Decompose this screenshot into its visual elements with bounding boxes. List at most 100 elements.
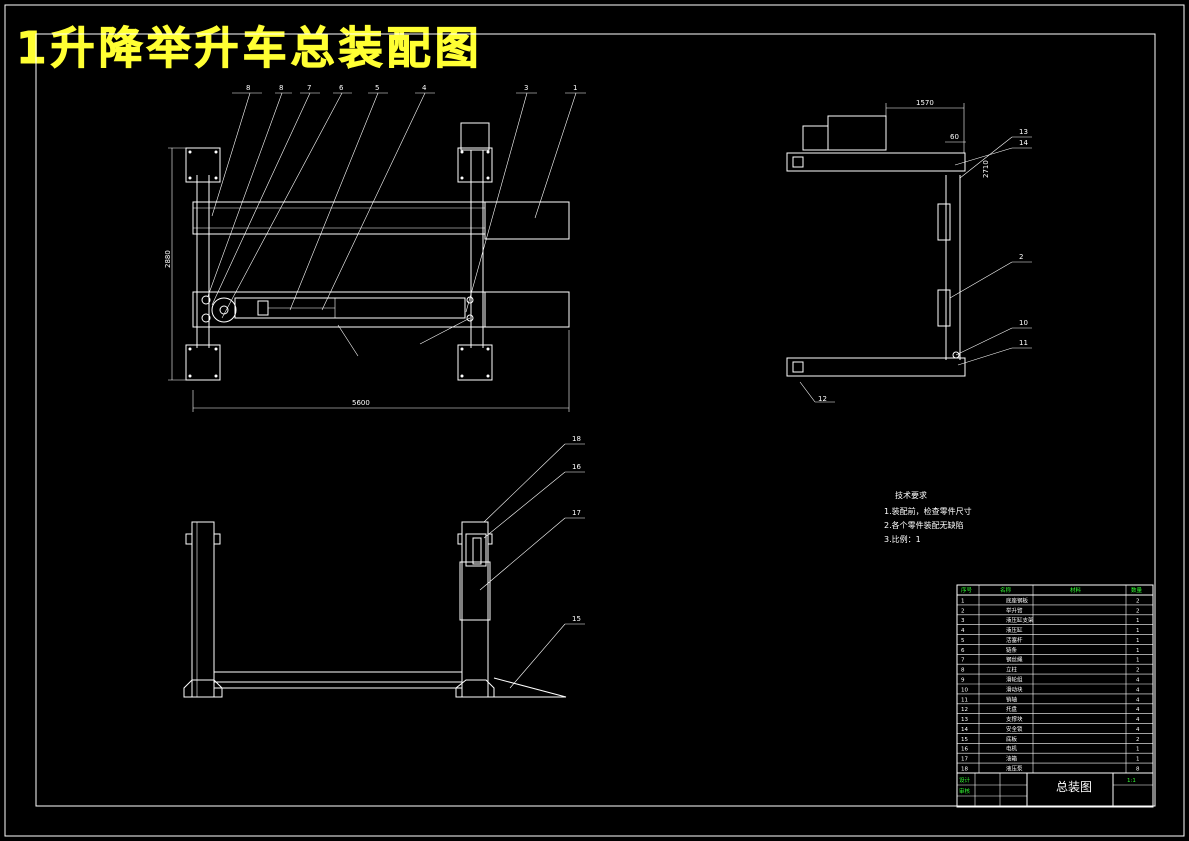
bom-cell-r7-c1: 7 — [961, 658, 965, 664]
bom-cell-r9-c4: 4 — [1136, 678, 1140, 684]
callout-top-0: 8 — [246, 84, 250, 92]
bom-cell-r7-c2: 钢丝绳 — [1006, 656, 1023, 664]
drawing-title: 1升降举升车总装配图 — [16, 23, 483, 75]
bom-cell-r2-c4: 2 — [1136, 608, 1140, 614]
callout-top-3: 6 — [339, 84, 344, 92]
bom-cell-r6-c2: 链条 — [1006, 646, 1018, 654]
callout-top-7: 1 — [573, 84, 577, 92]
bom-cell-r18-c2: 液压泵 — [1006, 765, 1023, 773]
bom-header-no: 序号 — [961, 586, 973, 594]
bom-cell-r18-c4: 8 — [1136, 767, 1140, 773]
bom-cell-r12-c1: 12 — [961, 707, 968, 713]
bom-cell-r1-c1: 1 — [961, 598, 965, 604]
callout-front-3: 15 — [572, 615, 581, 623]
bom-cell-r15-c1: 15 — [961, 737, 968, 743]
sign-label-design: 设计 — [959, 776, 971, 784]
dim-top-height: 2880 — [164, 250, 172, 268]
bom-cell-r15-c4: 2 — [1136, 737, 1140, 743]
callout-front-2: 17 — [572, 509, 581, 517]
callout-top-4: 5 — [375, 84, 379, 92]
bom-cell-r14-c1: 14 — [961, 727, 968, 733]
bom-cell-r4-c2: 液压缸 — [1006, 626, 1023, 634]
bom-cell-r9-c1: 9 — [961, 678, 965, 684]
bom-cell-r16-c2: 电机 — [1006, 745, 1018, 753]
drawing-scale: 1:1 — [1127, 778, 1136, 784]
bom-cell-r11-c2: 销轴 — [1006, 695, 1018, 703]
bom-cell-r9-c2: 滑轮组 — [1006, 676, 1023, 684]
callout-side-2: 2 — [1019, 253, 1023, 261]
bom-cell-r11-c1: 11 — [961, 697, 968, 703]
bom-cell-r2-c2: 举升臂 — [1006, 606, 1023, 614]
tech-req-title: 技术要求 — [895, 490, 927, 500]
dimension-labels: 2880 5600 1570 60 2710 — [164, 99, 990, 407]
bom-cell-r5-c1: 5 — [961, 638, 965, 644]
callout-front-1: 16 — [572, 463, 581, 471]
bom-cell-r17-c4: 1 — [1136, 757, 1140, 763]
bom-cell-r14-c2: 安全锁 — [1006, 725, 1023, 733]
bom-cell-r4-c1: 4 — [961, 628, 965, 634]
dim-side-small: 60 — [950, 133, 959, 141]
bom-cell-r8-c1: 8 — [961, 668, 965, 674]
bom-cell-r8-c4: 2 — [1136, 668, 1140, 674]
bom-cell-r13-c1: 13 — [961, 717, 968, 723]
callout-top-2: 7 — [307, 84, 311, 92]
bom-cell-r6-c1: 6 — [961, 648, 965, 654]
outer-border — [4, 4, 1185, 837]
bom-cell-r12-c4: 4 — [1136, 707, 1140, 713]
bom-cell-r1-c2: 底座钢板 — [1006, 596, 1029, 604]
bom-cell-r13-c4: 4 — [1136, 717, 1140, 723]
dim-side-top: 1570 — [916, 99, 934, 107]
bom-cell-r12-c2: 托盘 — [1006, 705, 1018, 713]
inner-border — [35, 33, 1156, 807]
callout-side-1: 14 — [1019, 139, 1028, 147]
bom-cell-r8-c2: 立柱 — [1006, 666, 1018, 674]
bom-cell-r5-c4: 1 — [1136, 638, 1140, 644]
bom-cell-r4-c4: 1 — [1136, 628, 1140, 634]
front-view — [183, 443, 585, 698]
callout-front-0: 18 — [572, 435, 581, 443]
bom-cell-r3-c2: 液压缸支架 — [1006, 616, 1034, 624]
tech-req-item-3: 3.比例：1 — [884, 534, 921, 544]
drawing-name: 总装图 — [1056, 780, 1092, 794]
bom-cell-r15-c2: 底板 — [1006, 735, 1018, 743]
bom-cell-r3-c1: 3 — [961, 618, 965, 624]
bom-cell-r16-c1: 16 — [961, 747, 968, 753]
sign-label-review: 审核 — [959, 787, 971, 795]
callout-top-1: 8 — [279, 84, 283, 92]
bom-cell-r10-c2: 滑动块 — [1006, 685, 1023, 693]
bom-cell-r11-c4: 4 — [1136, 697, 1140, 703]
tech-requirements: 技术要求 1.装配前，检查零件尺寸 2.各个零件装配无缺陷 3.比例：1 — [884, 490, 972, 544]
bom-cell-r7-c4: 1 — [1136, 658, 1140, 664]
bom-cell-r2-c1: 2 — [961, 608, 965, 614]
bom-cell-r17-c1: 17 — [961, 757, 968, 763]
bom-header-qty: 数量 — [1131, 586, 1143, 594]
bom-cell-r5-c2: 活塞杆 — [1006, 636, 1023, 644]
bom-cell-r10-c4: 4 — [1136, 687, 1140, 693]
bom-header-name: 名称 — [1000, 586, 1012, 594]
callout-labels: 8 8 7 6 5 4 3 1 13 14 2 10 11 12 18 16 1… — [246, 84, 1028, 623]
tech-req-item-1: 1.装配前，检查零件尺寸 — [884, 506, 972, 516]
bom-cell-r3-c4: 1 — [1136, 618, 1140, 624]
side-view — [786, 103, 1032, 403]
dim-side-vertical: 2710 — [982, 160, 990, 178]
bom-cell-r1-c4: 2 — [1136, 598, 1140, 604]
top-view — [168, 92, 586, 412]
dim-top-width: 5600 — [352, 399, 370, 407]
bom-cell-r18-c1: 18 — [961, 767, 968, 773]
bom-cell-r14-c4: 4 — [1136, 727, 1140, 733]
callout-top-6: 3 — [524, 84, 528, 92]
callout-side-4: 11 — [1019, 339, 1028, 347]
bom-cell-r17-c2: 油箱 — [1006, 755, 1018, 763]
callout-side-5: 12 — [818, 395, 827, 403]
bom-cell-r13-c2: 支撑块 — [1006, 715, 1023, 723]
tech-req-item-2: 2.各个零件装配无缺陷 — [884, 520, 964, 530]
bom-header-material: 材料 — [1070, 586, 1082, 594]
bom-cell-r10-c1: 10 — [961, 687, 968, 693]
callout-side-3: 10 — [1019, 319, 1028, 327]
callout-top-5: 4 — [422, 84, 427, 92]
bom-cell-r6-c4: 1 — [1136, 648, 1140, 654]
bom-cell-r16-c4: 1 — [1136, 747, 1140, 753]
callout-side-0: 13 — [1019, 128, 1028, 136]
